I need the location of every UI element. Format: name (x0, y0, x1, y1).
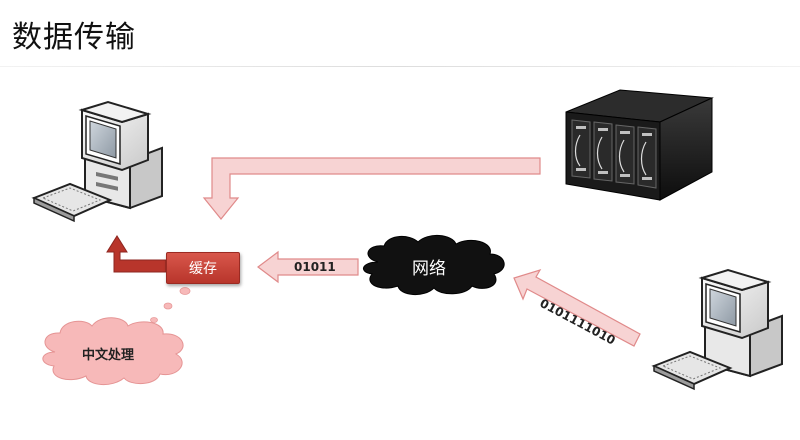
page-title: 数据传输 (12, 20, 136, 55)
remote-to-network-arrow (513, 268, 641, 347)
processing-label: 中文处理 (82, 348, 135, 363)
remote-computer-icon (651, 268, 783, 391)
cache-label: 缓存 (189, 261, 217, 277)
server-to-client-arrow (202, 157, 541, 220)
processing-cloud (42, 317, 184, 385)
network-to-cache-label: 01011 (294, 260, 336, 274)
cache-to-client-arrow (106, 235, 167, 273)
title-divider (0, 66, 800, 67)
network-cloud (363, 235, 505, 295)
thought-bubbles (150, 287, 191, 323)
network-to-cache-arrow (257, 250, 359, 284)
local-computer-icon (31, 100, 163, 223)
server-rack-icon (565, 89, 714, 201)
cache-box[interactable]: 缓存 (166, 252, 240, 284)
network-label: 网络 (412, 259, 446, 279)
